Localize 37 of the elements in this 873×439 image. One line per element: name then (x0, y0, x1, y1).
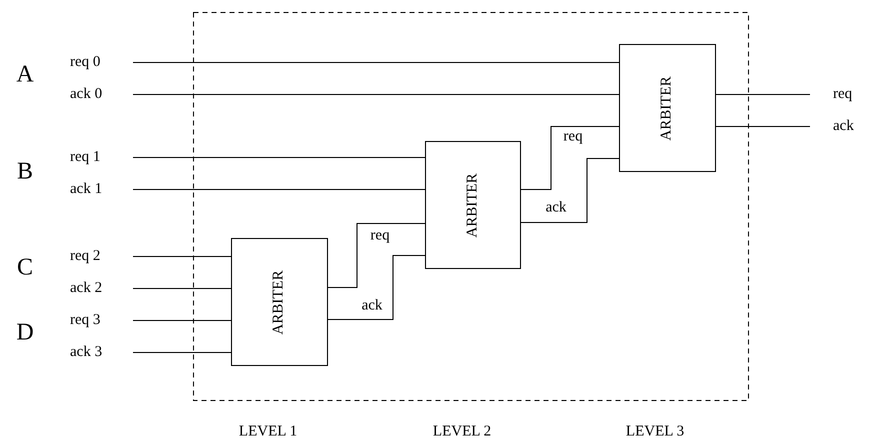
arbiter-label: ARBITER (271, 270, 288, 334)
signal-wire (328, 223, 426, 288)
arbiter-box (619, 44, 716, 172)
signal-wire (328, 255, 426, 320)
arbiter-box (231, 238, 328, 366)
signal-wire (132, 256, 232, 257)
signal-wire (520, 158, 620, 223)
signal-name: req 0 (70, 54, 100, 70)
signal-name: ack 0 (70, 86, 102, 102)
signal-wire (716, 126, 810, 127)
port-letter: D (16, 320, 34, 346)
signal-name: req 3 (70, 312, 100, 328)
signal-wire (132, 157, 426, 158)
signal-wire (716, 94, 810, 95)
signal-name: req (833, 86, 852, 102)
signal-wire (132, 62, 620, 63)
signal-name: ack 2 (70, 280, 102, 296)
arbiter-box (425, 141, 521, 269)
signal-wire (132, 320, 232, 321)
signal-wire (132, 352, 232, 353)
level-label: LEVEL 2 (432, 424, 492, 439)
signal-name: req 2 (70, 248, 100, 264)
signal-wire (132, 288, 232, 289)
level-label: LEVEL 1 (238, 424, 298, 439)
arbiter-label: ARBITER (659, 76, 676, 140)
port-letter: A (16, 62, 34, 88)
signal-wire (132, 189, 426, 190)
arbiter-label: ARBITER (464, 172, 482, 238)
signal-wire (132, 94, 620, 95)
signal-name: ack 1 (70, 180, 102, 198)
signal-name: ack 3 (70, 344, 102, 360)
signal-name: ack (833, 118, 854, 134)
signal-name: req 1 (70, 148, 100, 166)
signal-wire (520, 126, 620, 190)
level-label: LEVEL 3 (626, 424, 684, 439)
port-letter: C (17, 254, 33, 282)
port-letter: B (17, 158, 33, 186)
